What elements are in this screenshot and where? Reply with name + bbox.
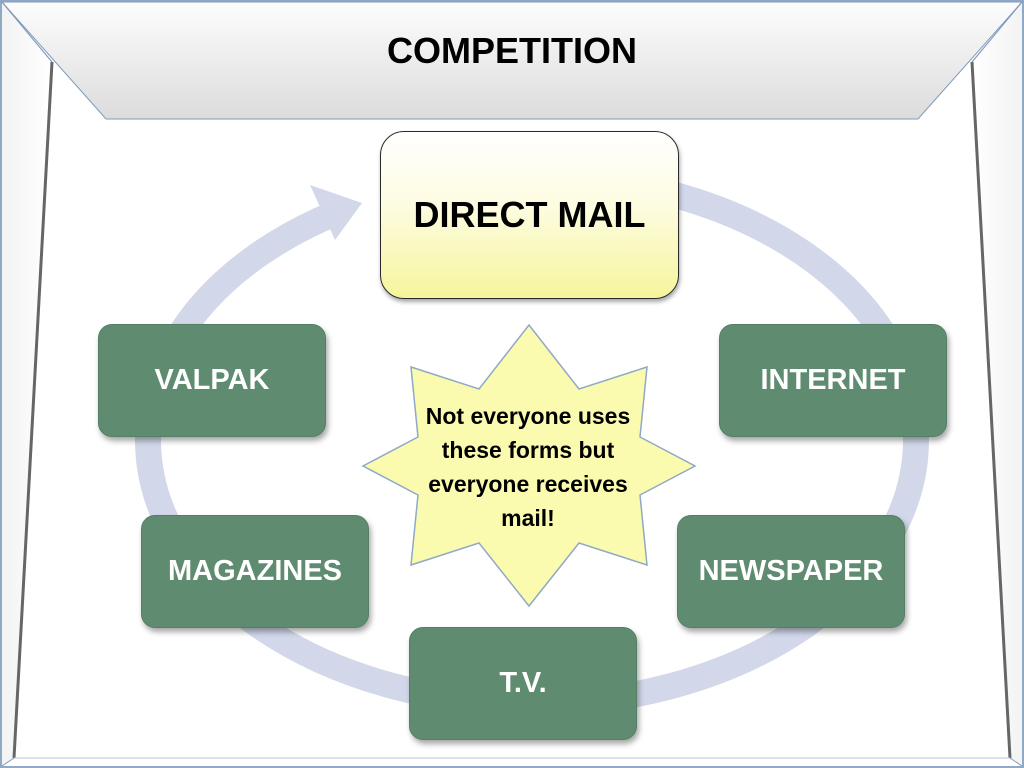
slide-title: COMPETITION bbox=[387, 30, 637, 71]
direct-mail-node: DIRECT MAIL bbox=[380, 131, 679, 299]
internet-node: INTERNET bbox=[719, 324, 947, 437]
valpak-node: VALPAK bbox=[98, 324, 326, 437]
tv-node: T.V. bbox=[409, 627, 637, 740]
cycle-arrowhead bbox=[310, 185, 362, 240]
magazines-node: MAGAZINES bbox=[141, 515, 369, 628]
callout-star bbox=[361, 323, 697, 608]
callout-text: Not everyone uses these forms but everyo… bbox=[425, 403, 631, 531]
newspaper-node: NEWSPAPER bbox=[677, 515, 905, 628]
